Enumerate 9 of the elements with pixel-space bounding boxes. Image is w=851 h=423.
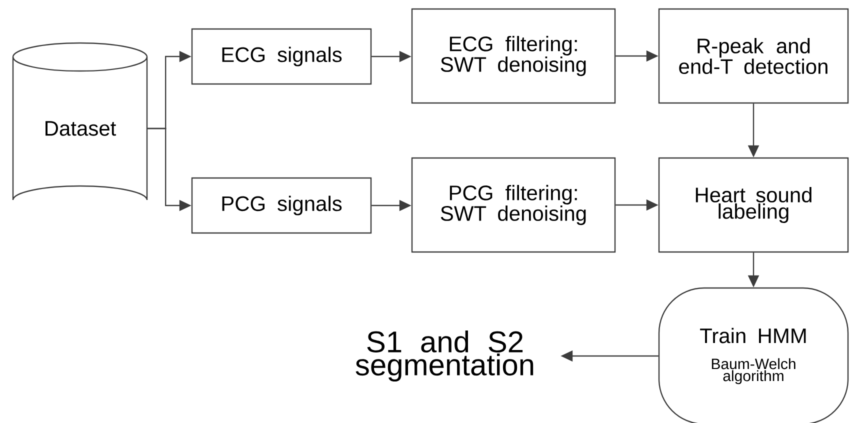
process-box: ECG signals [191,28,372,85]
process-box: ECG filtering: SWT denoising [411,8,616,104]
database-cylinder: Dataset [12,42,148,201]
process-box: PCG signals [191,177,372,234]
process-box: PCG filtering: SWT denoising [411,157,616,253]
process-box: R-peak and end-T detection [658,8,849,104]
node-label: Dataset [46,121,116,136]
output-text: S1 and S2 segmentation [356,330,534,382]
process-box: Heart sound labeling [658,157,849,253]
